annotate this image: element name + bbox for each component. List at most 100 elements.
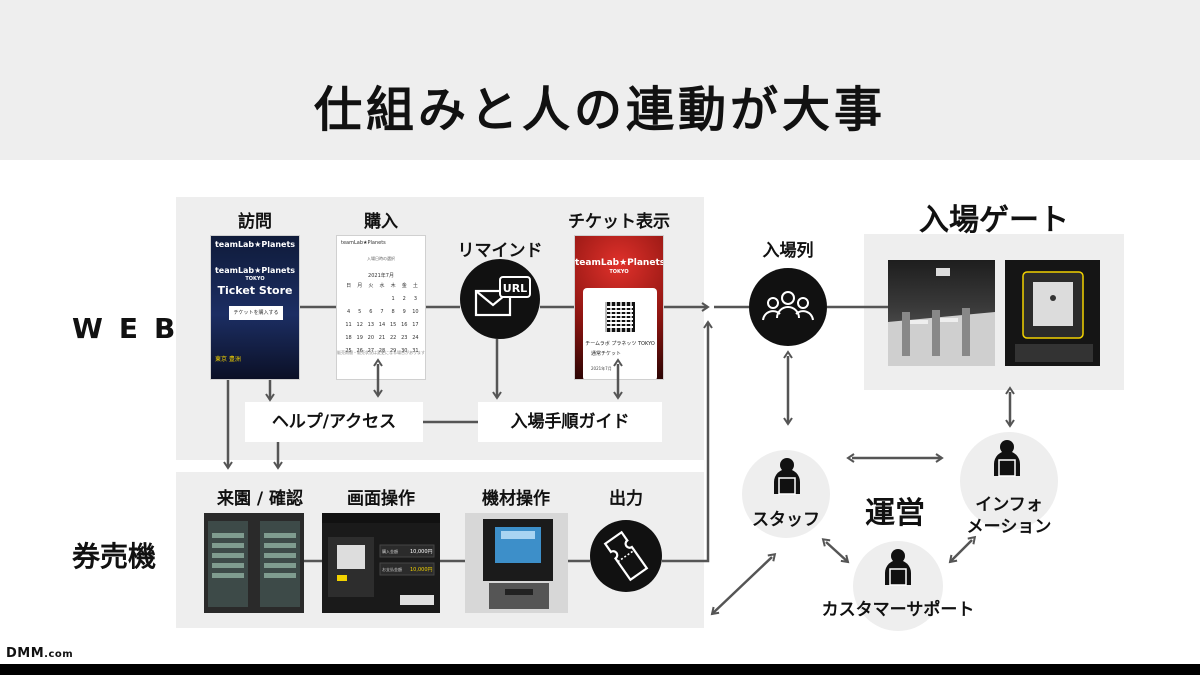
kiosk-ui-icon: [322, 513, 440, 605]
information-label-line1: インフォ: [975, 495, 1043, 515]
ticket-date: 2021年7月: [591, 366, 612, 371]
kiosk-screen-photo: 購入金額 10,000円 お支払金額 10,000円: [322, 513, 440, 613]
kiosk-paid: 10,000円: [410, 567, 433, 573]
turnstile-icon: [888, 268, 995, 366]
step-label-visit: 訪問: [238, 212, 272, 232]
help-access-box: ヘルプ/アクセス: [245, 402, 423, 442]
arrow-staff-support: [821, 538, 850, 564]
calendar-day[interactable]: 11: [345, 322, 352, 328]
step-label-purchase: 購入: [364, 212, 398, 232]
visit-hero-title: Ticket Store: [217, 284, 293, 297]
calendar-weekday: 木: [390, 283, 396, 289]
arrow-staff-kiosk: [710, 553, 777, 616]
entry-guide-box: 入場手順ガイド: [478, 402, 662, 442]
purchase-subtitle: 入場日時の選択: [367, 256, 395, 261]
row-label-kiosk: 券売機: [72, 540, 157, 573]
queue-circle: [749, 268, 827, 346]
calendar-day[interactable]: 6: [369, 309, 373, 315]
calendar-day[interactable]: 26: [356, 348, 363, 354]
calendar-day[interactable]: 18: [345, 335, 352, 341]
customer-support-person-icon: [885, 549, 911, 586]
calendar-day[interactable]: 20: [367, 335, 375, 341]
step-label-ticket-display: チケット表示: [568, 212, 670, 232]
information-label-line2: メーション: [966, 517, 1052, 537]
calendar-weekday: 土: [412, 283, 418, 289]
kiosk-amount-label: 購入金額: [382, 549, 398, 554]
output-circle: [590, 520, 662, 592]
visit-screen: teamLab★Planets teamLab★Planets TOKYO Ti…: [210, 235, 300, 380]
calendar-day[interactable]: 30: [401, 348, 408, 354]
calendar-day[interactable]: 25: [345, 348, 352, 354]
calendar-day[interactable]: 13: [367, 322, 375, 328]
calendar-day[interactable]: 29: [389, 348, 397, 354]
calendar-day[interactable]: 15: [389, 322, 397, 328]
slide-title: 仕組みと人の連動が大事: [313, 82, 886, 138]
calendar-day[interactable]: 24: [412, 335, 419, 341]
step-label-output: 出力: [609, 489, 643, 509]
step-label-equipment-operation: 機材操作: [482, 489, 550, 509]
calendar-day[interactable]: 23: [401, 335, 408, 341]
footer-bar: [0, 664, 1200, 675]
staff-person-icon: [774, 458, 800, 495]
ticket-machine-icon: [483, 519, 553, 609]
staff-label: スタッフ: [752, 510, 820, 530]
calendar-day: [343, 296, 354, 302]
qr-code-pattern: [605, 302, 635, 332]
kiosk-visit-photo: [204, 513, 304, 613]
calendar-weekday: 月: [357, 283, 363, 289]
calendar-day[interactable]: 9: [402, 309, 406, 315]
group-icon: [762, 291, 814, 321]
calendar-weekday: 金: [401, 283, 407, 289]
visit-hero-brand: teamLab★Planets: [214, 266, 296, 275]
dmm-logo-suffix: .com: [44, 649, 74, 660]
calendar-day[interactable]: 1: [391, 296, 395, 302]
kiosk-amount: 10,000円: [410, 549, 433, 555]
calendar-day[interactable]: 3: [413, 296, 418, 302]
calendar-day: [354, 296, 365, 302]
calendar-day[interactable]: 14: [378, 322, 386, 328]
arrow-info-support: [948, 535, 977, 564]
calendar-day[interactable]: 10: [412, 309, 419, 315]
calendar-day[interactable]: 22: [389, 335, 397, 341]
calendar-day[interactable]: 27: [367, 348, 375, 354]
calendar-day[interactable]: 31: [412, 348, 419, 354]
ticket-card: チームラボ プラネッツ TOKYO 通常チケット 2021年7月: [583, 288, 657, 379]
calendar-day[interactable]: 19: [356, 335, 363, 341]
calendar-day[interactable]: 17: [412, 322, 419, 328]
visit-cta-button[interactable]: チケットを購入する: [229, 306, 283, 320]
calendar-day[interactable]: 16: [401, 322, 408, 328]
calendar-day[interactable]: 4: [346, 309, 351, 315]
visit-hero-brand-sub: TOKYO: [245, 276, 265, 282]
purchase-note: 販売期間・販売状況は変更になる場合があります: [337, 350, 425, 355]
row-label-web: WEB: [72, 312, 192, 345]
calendar-day[interactable]: 21: [378, 335, 386, 341]
purchase-brand: teamLab★Planets: [341, 240, 386, 246]
calendar-day: [376, 296, 387, 302]
dmm-logo-text: DMM: [6, 646, 45, 661]
operations-label: 運営: [865, 496, 925, 531]
step-label-reminder: リマインド: [457, 241, 543, 261]
customer-support-label: カスタマーサポート: [821, 600, 975, 620]
calendar-day[interactable]: 12: [356, 322, 363, 328]
reminder-circle: [460, 259, 540, 339]
gate-title: 入場ゲート: [919, 203, 1069, 238]
gate-photo-turnstiles: [888, 260, 995, 366]
ticket-brand: teamLab★Planets: [575, 258, 664, 268]
calendar-day[interactable]: 7: [380, 309, 384, 315]
ticket-type: 通常チケット: [591, 351, 622, 357]
calendar-day[interactable]: 28: [378, 348, 386, 354]
calendar-day[interactable]: 8: [391, 309, 395, 315]
ticket-screen: teamLab★Planets TOKYO チームラボ プラネッツ TOKYO …: [574, 235, 664, 380]
mail-icon: [474, 276, 531, 317]
calendar-day[interactable]: 5: [358, 309, 362, 315]
step-label-visit-confirm: 来園 / 確認: [216, 489, 304, 509]
ticket-reader-icon: [1015, 271, 1093, 362]
ticket-icon: [603, 530, 649, 582]
step-label-screen-operation: 画面操作: [347, 489, 415, 509]
title-band: [0, 0, 1200, 160]
visit-brand: teamLab★Planets: [214, 240, 296, 249]
calendar-day[interactable]: 2: [402, 296, 406, 302]
information-person-icon: [994, 440, 1020, 477]
